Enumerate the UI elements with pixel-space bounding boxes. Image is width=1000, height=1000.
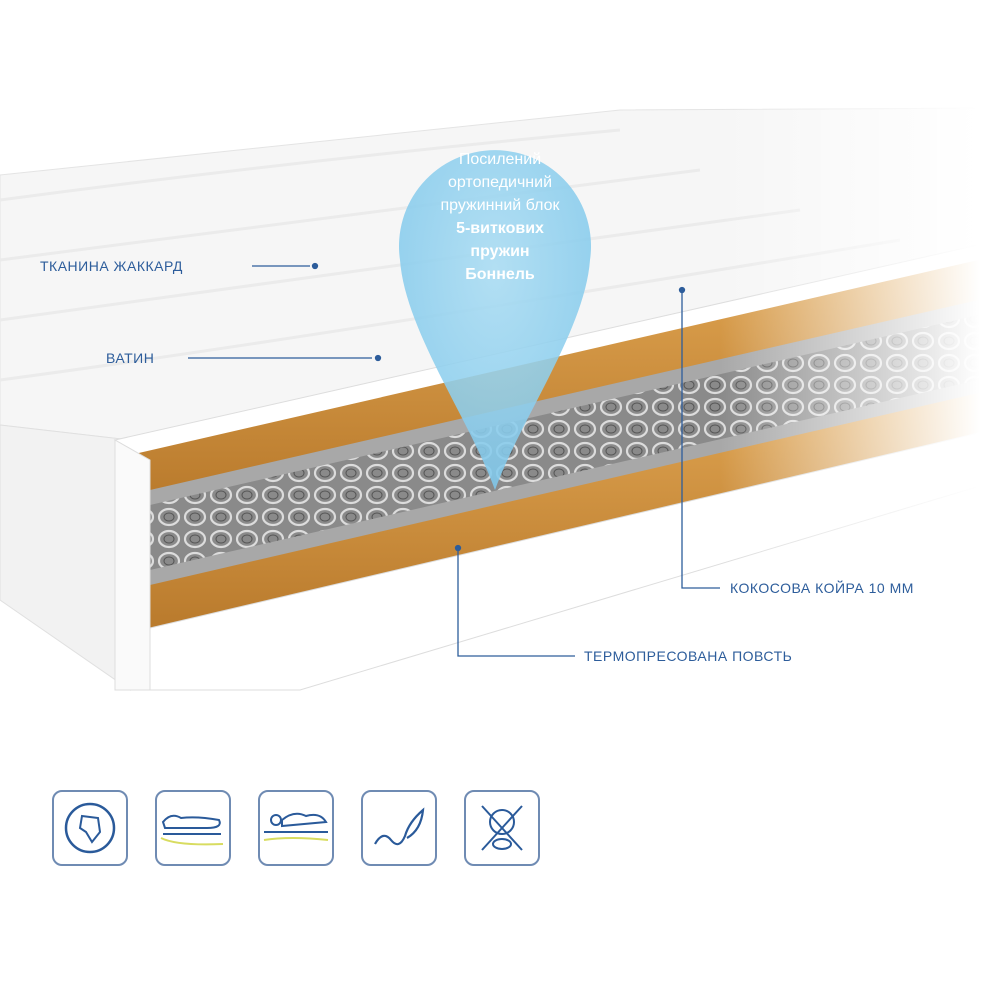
bubble-text: Посилений ортопедичний пружинний блок 5-… <box>400 148 600 286</box>
bubble-line: пружинний блок <box>440 197 560 214</box>
label-felt: ТЕРМОПРЕСОВАНА ПОВСТЬ <box>584 648 793 664</box>
anatomical-globe-icon <box>52 790 128 866</box>
eco-leaf-icon <box>361 790 437 866</box>
label-batting: ВАТИН <box>106 350 155 366</box>
medium-firmness-icon <box>155 790 231 866</box>
label-fabric: ТКАНИНА ЖАККАРД <box>40 258 183 274</box>
bubble-line: пружин <box>470 243 530 260</box>
support-level-icon <box>258 790 334 866</box>
bubble-line: 5-виткових <box>456 220 544 237</box>
bubble-line: Посилений <box>458 151 542 168</box>
info-bubble <box>399 150 591 490</box>
bubble-line: ортопедичний <box>447 174 553 191</box>
label-coconut: КОКОСОВА КОЙРА 10 ММ <box>730 580 914 596</box>
bubble-line: Боннель <box>465 266 535 283</box>
hypoallergenic-icon <box>464 790 540 866</box>
